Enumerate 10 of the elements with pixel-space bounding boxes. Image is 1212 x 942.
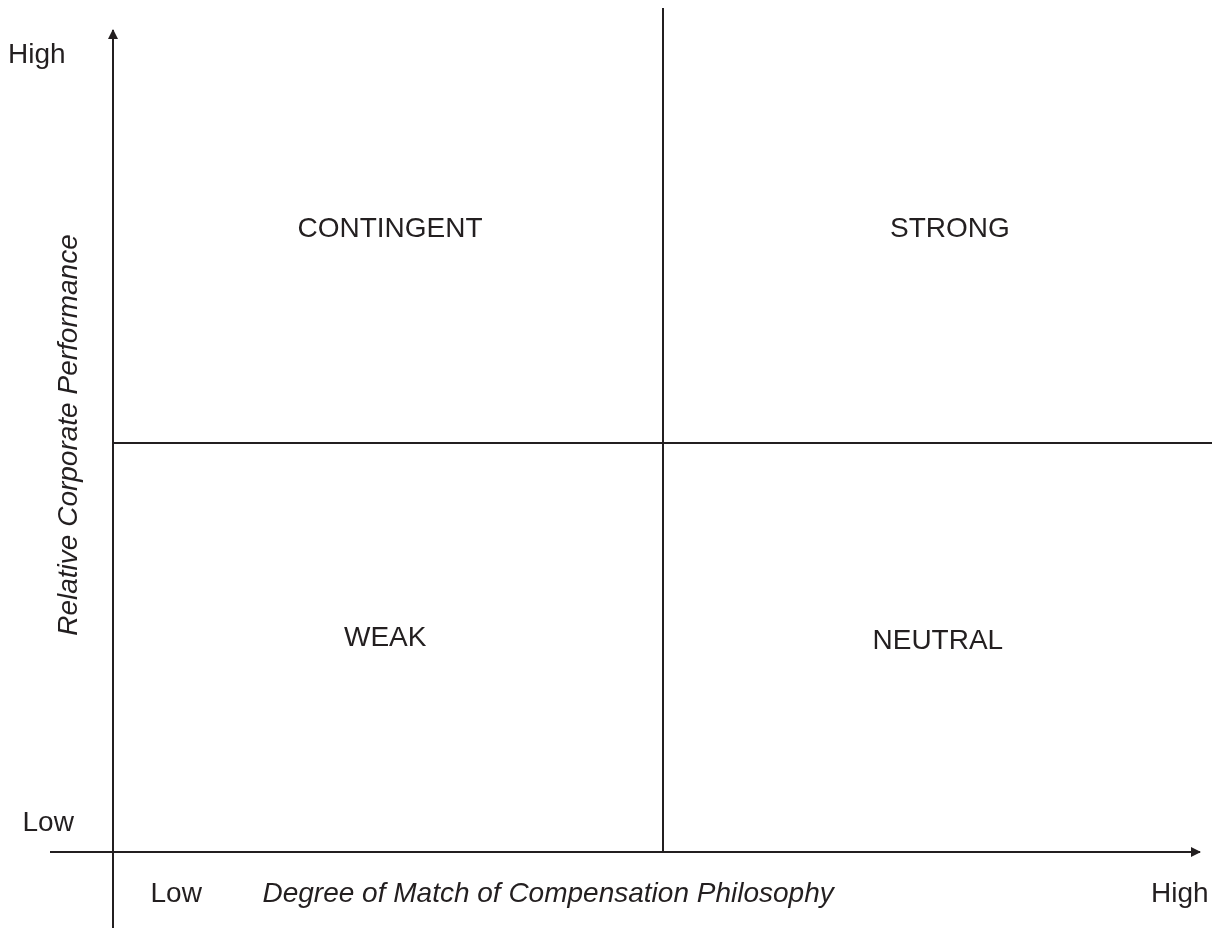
- axis-value: Low: [150, 879, 202, 907]
- axis-value: Low: [22, 808, 74, 836]
- axis-value: High: [1151, 879, 1209, 907]
- quadrant-label: WEAK: [344, 623, 427, 651]
- axis-value: High: [8, 40, 66, 68]
- quadrant-label: NEUTRAL: [872, 626, 1004, 654]
- quadrant-label: CONTINGENT: [297, 214, 483, 242]
- axis-title: Degree of Match of Compensation Philosophy: [262, 879, 834, 907]
- axis-title: Relative Corporate Performance: [53, 234, 82, 636]
- quadrant-label: STRONG: [890, 214, 1010, 242]
